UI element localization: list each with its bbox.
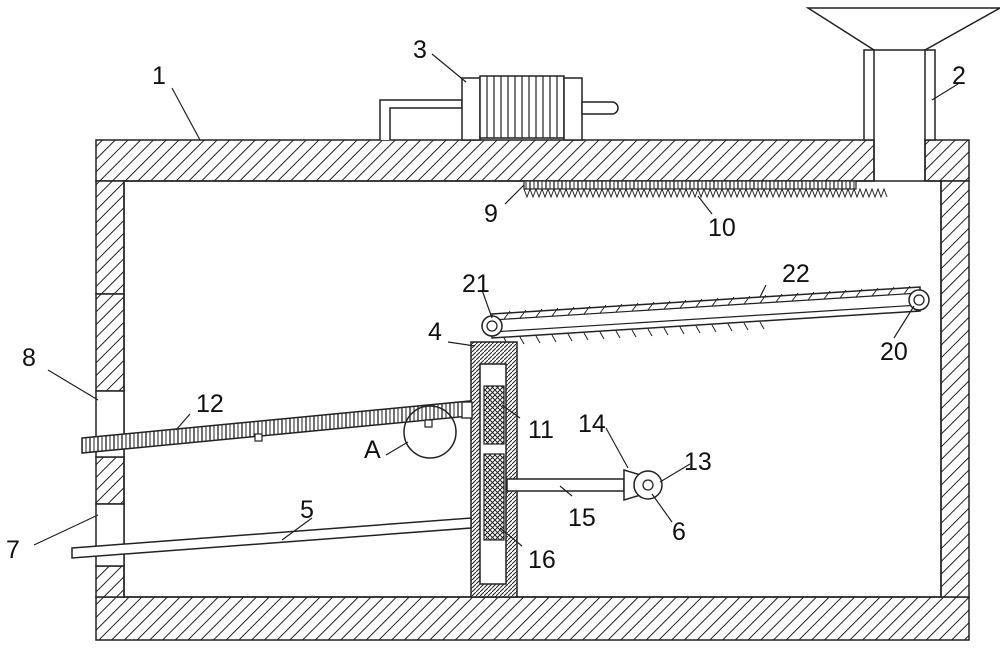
- label-3: 3: [413, 36, 427, 64]
- lower-outlet: [95, 503, 125, 567]
- label-11: 11: [528, 416, 554, 444]
- comb-plate: [523, 180, 888, 199]
- belt-conveyor: [481, 285, 930, 346]
- label-12: 12: [196, 390, 224, 418]
- toothed-rack: [81, 400, 473, 459]
- label-8: 8: [22, 344, 36, 372]
- label-16: 16: [528, 546, 556, 574]
- label-6: 6: [672, 518, 686, 546]
- label-5: 5: [300, 496, 314, 524]
- label-20: 20: [880, 338, 908, 366]
- leader-lines: [33, 53, 959, 547]
- label-7: 7: [6, 536, 20, 564]
- label-4: 4: [428, 318, 442, 346]
- feed-hopper: [805, 7, 1000, 181]
- drive-rod: [506, 468, 663, 502]
- label-14: 14: [578, 410, 606, 438]
- inclined-plate: [71, 517, 472, 559]
- housing: [95, 139, 970, 641]
- label-10: 10: [708, 214, 736, 242]
- label-9: 9: [484, 200, 498, 228]
- label-21: 21: [462, 270, 490, 298]
- motor: [379, 75, 619, 141]
- label-22: 22: [782, 260, 810, 288]
- label-1: 1: [152, 62, 166, 90]
- vertical-frame: [470, 341, 518, 598]
- label-13: 13: [684, 448, 712, 476]
- label-A: A: [364, 436, 381, 464]
- label-15: 15: [568, 504, 596, 532]
- label-2: 2: [952, 62, 966, 90]
